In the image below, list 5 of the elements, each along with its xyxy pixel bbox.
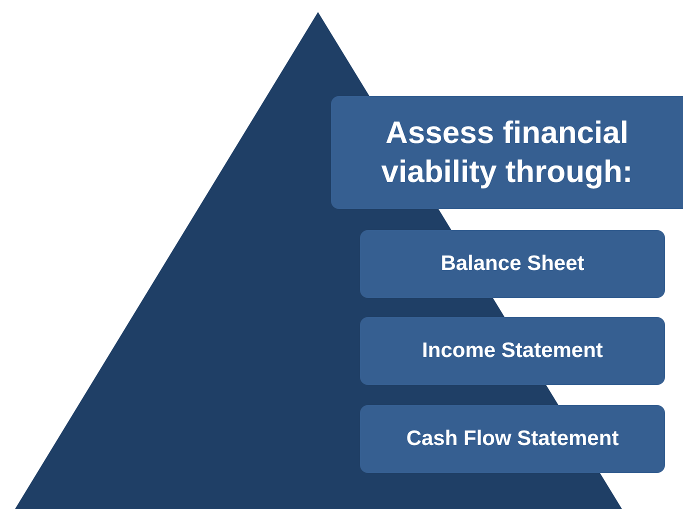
statement-box: Cash Flow Statement xyxy=(360,405,665,473)
statement-box: Income Statement xyxy=(360,317,665,385)
heading-text: Assess financial viability through: xyxy=(380,114,634,191)
statement-box: Balance Sheet xyxy=(360,230,665,298)
heading-box xyxy=(331,96,683,209)
